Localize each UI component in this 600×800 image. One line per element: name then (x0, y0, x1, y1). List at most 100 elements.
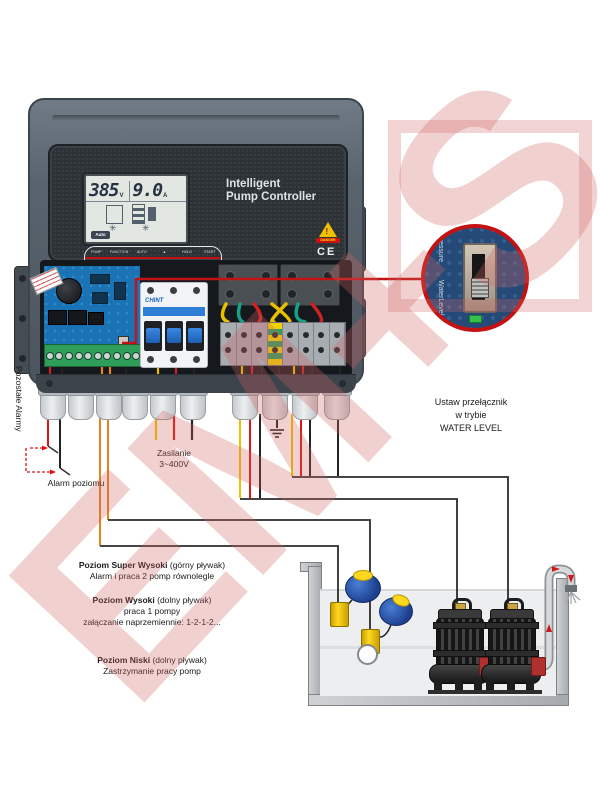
current-value: 9.0 (132, 180, 163, 201)
pump1-base (428, 690, 490, 694)
terminal-screw (240, 332, 247, 338)
earth-symbol (270, 429, 284, 438)
terminal-screw (132, 351, 141, 360)
lcd-divider (128, 181, 130, 201)
level2-float-note: (dolny pływak) (154, 595, 212, 605)
level3-float-note: (dolny pływak) (150, 655, 207, 665)
spray-nozzle (565, 585, 577, 592)
terminal-screw (302, 332, 309, 338)
other-alarms-label: Pozostałe Alarmy (14, 366, 24, 432)
level2-desc1: praca 1 pompy (123, 606, 181, 616)
switch-label-pressure: Pressure (437, 234, 444, 263)
mode-switch-knob[interactable] (470, 278, 489, 298)
terminal-screw (318, 332, 325, 338)
pump2-leg (486, 680, 494, 692)
button-function[interactable]: FUNCTION (109, 250, 129, 254)
terminal-screw (84, 351, 93, 360)
device-title: Intelligent Pump Controller (226, 178, 316, 204)
terminal-screw (225, 332, 232, 338)
button-start[interactable]: START (203, 250, 216, 254)
pump2-lift-handle (504, 598, 524, 610)
pcb-chip (90, 274, 110, 284)
terminal-screw (55, 351, 64, 360)
pcb-terminal-strip (44, 344, 142, 367)
front-panel: 385 V 9.0 A ✳ ✳ Auto Intelligent Pump Co… (48, 144, 348, 270)
device-title-line2: Pump Controller (226, 191, 317, 203)
terminal-screw (225, 347, 232, 353)
terminal-screw (45, 351, 54, 360)
terminal (299, 323, 314, 365)
level2-title-line: Poziom Wysoki (dolny pływak) (42, 595, 262, 606)
terminal (221, 323, 237, 365)
voltage-value: 385 (89, 180, 119, 201)
terminal (330, 323, 345, 365)
terminal-screw (318, 347, 325, 353)
alarm-dashed-links (25, 447, 50, 473)
bracket-hole (19, 275, 26, 282)
wiring-compartment: CHINT (40, 260, 352, 376)
terminal-screw (302, 347, 309, 353)
pump2-cable (292, 476, 509, 604)
pump2-clamp-band (485, 622, 539, 629)
pump-controller: 385 V 9.0 A ✳ ✳ Auto Intelligent Pump Co… (28, 98, 364, 393)
switch-instruction-line3: WATER LEVEL (439, 423, 502, 433)
lcd-auto-badge: Auto (91, 231, 110, 239)
button-panel-divider (85, 257, 221, 259)
pump2-leg (507, 680, 515, 692)
lcd-pump-icon (132, 204, 145, 224)
terminal-screw (271, 347, 278, 353)
pump1-clamp-band (433, 650, 487, 657)
warning-triangle-icon (319, 222, 337, 237)
lcd-bar-icon (148, 207, 156, 221)
pump-1 (428, 598, 494, 694)
switch-instruction-line1: Ustaw przełącznik (434, 397, 508, 407)
button-hold[interactable]: HOLD (182, 250, 193, 254)
terminal (237, 323, 252, 365)
button-row-1: PUMP FUNCTION AUTO ▲ HOLD START (85, 247, 221, 257)
terminal-screw (256, 347, 263, 353)
terminal-screw (287, 347, 294, 353)
case-screw (46, 380, 53, 387)
level3-title: Poziom Niski (97, 655, 151, 665)
button-pump[interactable]: PUMP (91, 250, 102, 254)
pcb-chip (92, 292, 108, 304)
button-up[interactable]: ▲ (162, 250, 167, 254)
power-terminal-strip (220, 322, 346, 366)
current-unit: A (163, 193, 168, 199)
level1-title-line: Poziom Super Wysoki (górny pływak) (42, 560, 262, 571)
pump1-leg (474, 680, 482, 692)
lcd-display: 385 V 9.0 A ✳ ✳ Auto (84, 174, 188, 244)
bracket-hole (19, 355, 26, 362)
alarm-switch-symbols (47, 445, 71, 476)
terminal-screw (103, 351, 112, 360)
lcd-fan-icon-1: ✳ (109, 223, 117, 233)
terminal (283, 323, 299, 365)
pump1-cable (240, 498, 458, 604)
pcb-led (469, 315, 482, 323)
terminal-screw (93, 351, 102, 360)
bracket-hole (19, 315, 26, 322)
level3-title-line: Poziom Niski (dolny pływak) (42, 655, 262, 666)
level1-float-note: (górny pływak) (167, 560, 226, 570)
pump1-clamp-band (433, 622, 487, 629)
terminal-screw (74, 351, 83, 360)
terminal (314, 323, 330, 365)
button-auto[interactable]: AUTO (136, 250, 147, 254)
lcd-readout: 385 V 9.0 A (86, 176, 186, 202)
float1-cap (353, 570, 373, 581)
pump2-leg (526, 680, 534, 692)
pcb-relay (48, 310, 67, 325)
terminal (252, 323, 268, 365)
switch-label-waterlevel: WaterLevel (437, 280, 444, 316)
terminal-screw (256, 332, 263, 338)
terminal-screw (287, 332, 294, 338)
case-screw (339, 380, 346, 387)
level3-desc: Zastrzymanie pracy pomp (103, 666, 201, 676)
spray-fan (565, 591, 581, 604)
power-supply-label-line1: Zasilanie (156, 448, 192, 458)
power-supply-label-line2: 3~400V (159, 459, 189, 469)
level2-title: Poziom Wysoki (92, 595, 155, 605)
pump2-base (480, 690, 542, 694)
